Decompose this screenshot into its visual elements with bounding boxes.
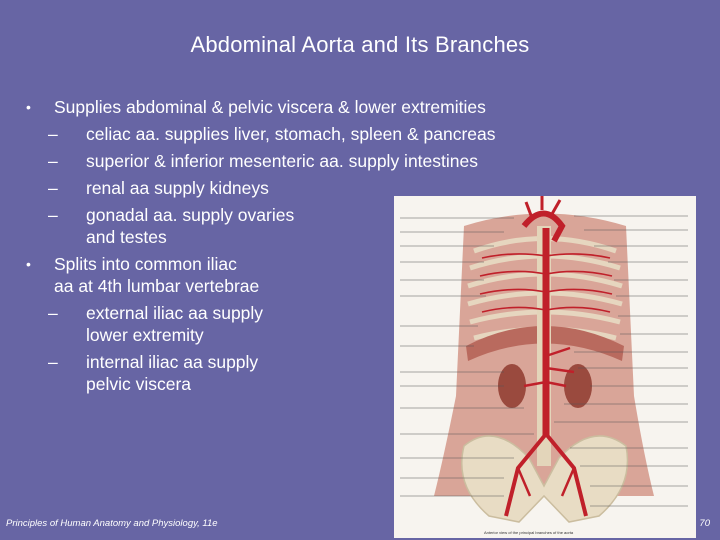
sub-bullet-text: and testes [86,227,167,247]
bullet-text: Splits into common iliac [54,254,237,274]
figure-caption: Anterior view of the principal branches … [484,530,574,535]
bullet-list: • Supplies abdominal & pelvic viscera & … [26,96,626,400]
sub-bullet-item: – gonadal aa. supply ovaries and testes [26,204,626,248]
dash-icon: – [48,303,58,323]
aorta-anatomy-figure: Anterior view of the principal branches … [394,196,696,538]
figure-caption-layer: Anterior view of the principal branches … [484,530,574,535]
bullet-item: • Splits into common iliac aa at 4th lum… [26,253,626,297]
sub-bullet-text: lower extremity [86,325,204,345]
footer-source: Principles of Human Anatomy and Physiolo… [6,518,218,529]
bullet-text: aa at 4th lumbar vertebrae [54,276,260,296]
dash-icon: – [48,151,58,171]
sub-bullet-item: – renal aa supply kidneys [26,177,626,199]
aorta-illustration [400,196,688,523]
sub-bullet-item: – external iliac aa supply lower extremi… [26,302,626,346]
bullet-text: Supplies abdominal & pelvic viscera & lo… [54,97,486,117]
sub-bullet-text: renal aa supply kidneys [86,178,269,198]
sub-bullet-text: internal iliac aa supply [86,352,259,372]
dash-icon: – [48,352,58,372]
sub-bullet-item: – celiac aa. supplies liver, stomach, sp… [26,123,626,145]
dash-icon: – [48,178,58,198]
sub-bullet-item: – superior & inferior mesenteric aa. sup… [26,150,626,172]
sub-bullet-text: celiac aa. supplies liver, stomach, sple… [86,124,496,144]
bullet-icon: • [26,99,31,115]
dash-icon: – [48,205,58,225]
slide-title: Abdominal Aorta and Its Branches [190,32,530,57]
sub-bullet-text: pelvic viscera [86,374,192,394]
sub-bullet-text: external iliac aa supply [86,303,264,323]
sub-bullet-text: gonadal aa. supply ovaries [86,205,295,225]
sub-bullet-text: superior & inferior mesenteric aa. suppl… [86,151,478,171]
bullet-icon: • [26,256,31,272]
bullet-item: • Supplies abdominal & pelvic viscera & … [26,96,626,118]
dash-icon: – [48,124,58,144]
sub-bullet-item: – internal iliac aa supply pelvic viscer… [26,351,626,395]
page-number: 70 [699,518,710,529]
